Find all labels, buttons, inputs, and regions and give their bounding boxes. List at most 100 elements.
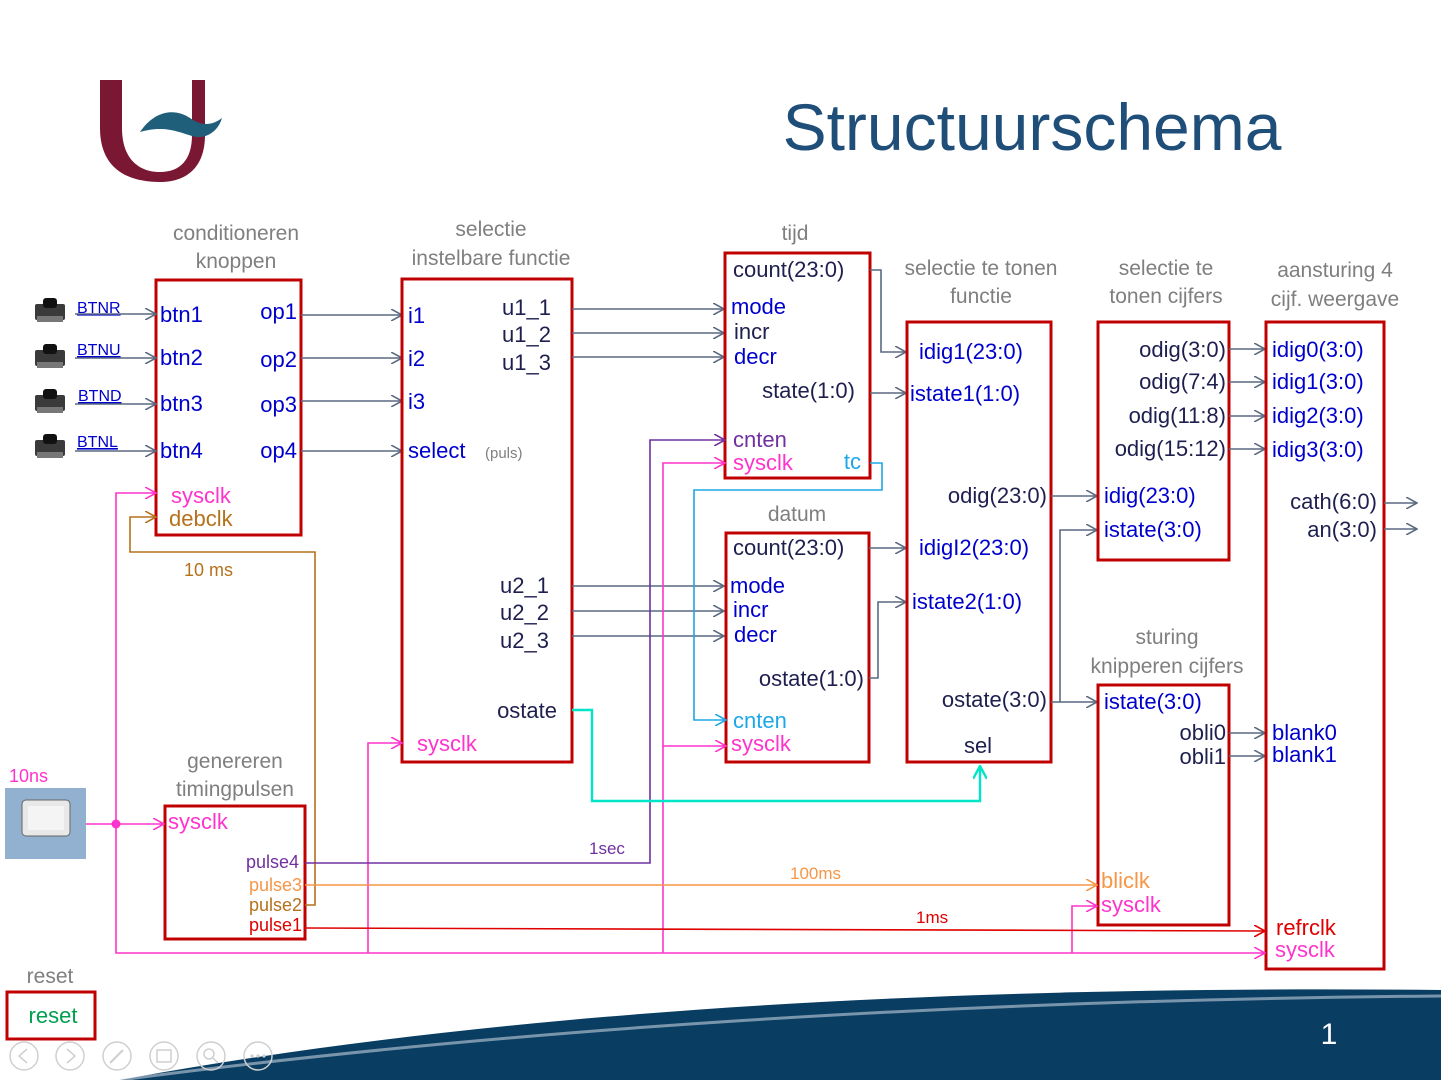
port-sysclk-sel: sysclk [417,731,478,756]
port-decr-tijd: decr [734,344,777,369]
port-blank1: blank1 [1272,742,1337,767]
port-pulse2: pulse2 [249,895,302,915]
port-count-datum: count(23:0) [733,535,844,560]
oscillator-icon [5,788,86,859]
btn-label-btnr: BTNR [77,300,121,317]
block-title-knip-2: knipperen cijfers [1091,655,1244,678]
port-op2: op2 [260,347,297,372]
port-idig1: idig1(23:0) [919,339,1023,364]
port-odig-func: odig(23:0) [948,483,1047,508]
port-u2-2: u2_2 [500,600,549,625]
port-btn1: btn1 [160,302,203,327]
page-number: 1 [1321,1018,1338,1051]
port-idig2: idigI2(23:0) [919,535,1029,560]
block-timing [163,804,307,941]
block-tijd [723,251,872,480]
port-decr-datum: decr [734,622,777,647]
more-icon[interactable] [243,1041,273,1071]
port-istate-cijfers: istate(3:0) [1104,517,1202,542]
oscillator-label: 10ns [9,766,48,786]
slides-icon[interactable] [149,1041,179,1071]
reset-label: reset [29,1003,78,1028]
port-op4: op4 [260,438,297,463]
block-title-knip-1: sturing [1135,626,1198,649]
port-bliclk: bliclk [1101,868,1151,893]
port-idig1-aans: idig1(3:0) [1272,369,1364,394]
page-title: Structuurschema [783,90,1282,164]
wire-ostate-sel [572,708,980,803]
port-istate1: istate1(1:0) [910,381,1020,406]
pen-icon[interactable] [102,1041,132,1071]
wire-sysclk-tijd [662,463,725,953]
port-istate2: istate2(1:0) [912,589,1022,614]
block-title-aans-2: cijf. weergave [1271,288,1399,311]
port-i2: i2 [408,346,425,371]
block-selectie-cijfers [1096,320,1231,562]
port-sysclk-cond: sysclk [171,483,232,508]
block-selectie [400,277,574,764]
block-title-selfunc-1: selectie te tonen [905,257,1058,280]
port-odig-3-0: odig(3:0) [1139,337,1226,362]
port-sysclk-aans: sysclk [1275,937,1336,962]
wave-decoration [120,989,1441,1080]
wire-sysclk-sel [367,743,402,953]
port-i3: i3 [408,389,425,414]
port-u1-3: u1_3 [502,350,551,375]
block-title-selfunc-2: functie [950,285,1012,308]
port-blank0: blank0 [1272,720,1337,745]
block-title-tijd: tijd [782,222,809,245]
block-title-timing-1: genereren [187,750,283,773]
port-pulse4: pulse4 [246,852,299,872]
port-cnten-datum: cnten [733,708,787,733]
port-u1-2: u1_2 [502,322,551,347]
port-an: an(3:0) [1307,517,1377,542]
forward-icon[interactable] [55,1041,85,1071]
pushbutton-icon [35,389,65,413]
wire-tc [693,462,883,720]
port-sysclk-datum: sysclk [731,731,792,756]
zoom-icon[interactable] [196,1041,226,1071]
port-refrclk: refrclk [1276,915,1337,940]
label-100ms: 100ms [790,864,841,883]
wire-count-tijd [870,269,906,352]
port-mode-datum: mode [730,573,785,598]
block-title-datum: datum [768,503,826,526]
port-idig2-aans: idig2(3:0) [1272,403,1364,428]
pushbutton-icon [35,434,65,458]
port-sysclk-tijd: sysclk [733,450,794,475]
port-op1: op1 [260,299,297,324]
wire-sysclk-bus [115,824,1265,953]
port-sysclk-knip: sysclk [1101,892,1162,917]
port-ostate-datum: ostate(1:0) [759,666,864,691]
port-ostate-func: ostate(3:0) [942,687,1047,712]
reset-block [5,990,97,1041]
block-title-conditioneren-1: conditioneren [173,222,299,245]
reset-caption: reset [27,965,74,988]
port-u2-1: u2_1 [500,573,549,598]
port-mode-tijd: mode [731,294,786,319]
block-title-timing-2: timingpulsen [176,778,294,801]
block-knipperen [1096,683,1231,927]
pushbutton-icon [35,298,65,322]
port-ostate-sel: ostate [497,698,557,723]
port-odig-11-8: odig(11:8) [1129,403,1226,428]
block-title-cijfers-2: tonen cijfers [1109,285,1222,308]
port-i1: i1 [408,303,425,328]
wire-ostate-datum [869,602,906,679]
block-title-cijfers-1: selectie te [1119,257,1214,280]
port-incr-tijd: incr [734,319,769,344]
block-aansturing [1264,320,1386,971]
port-cnten-tijd: cnten [733,427,787,452]
port-select: select [408,438,465,463]
block-title-selectie-2: instelbare functie [412,247,571,270]
label-1sec: 1sec [589,839,625,858]
back-icon[interactable] [9,1041,39,1071]
port-btn3: btn3 [160,391,203,416]
port-obli0: obli0 [1180,720,1226,745]
port-istate-knip: istate(3:0) [1104,689,1202,714]
block-title-aans-1: aansturing 4 [1277,259,1393,282]
block-datum [724,531,871,764]
port-pulse1: pulse1 [249,915,302,935]
